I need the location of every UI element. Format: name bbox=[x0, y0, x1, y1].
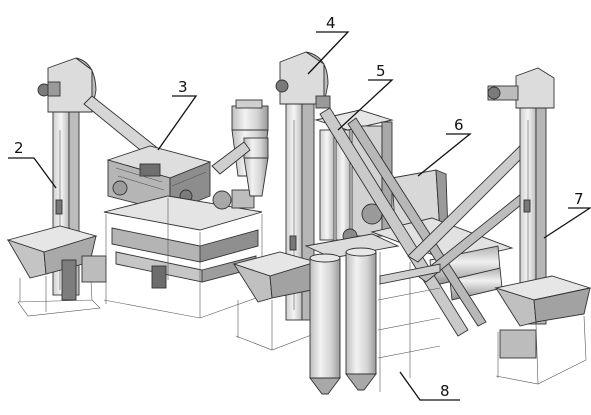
leader-4 bbox=[307, 31, 350, 75]
callout-label-8: 8 bbox=[440, 382, 450, 400]
callout-label-7: 7 bbox=[574, 190, 584, 208]
leader-5 bbox=[337, 79, 394, 131]
callout-label-4: 4 bbox=[326, 14, 336, 32]
right-hopper bbox=[494, 275, 591, 385]
callout-leaders bbox=[8, 31, 591, 401]
left-hopper bbox=[6, 225, 107, 317]
center-hopper bbox=[232, 251, 318, 351]
leader-6 bbox=[417, 133, 472, 177]
leader-3 bbox=[157, 95, 198, 151]
leader-8 bbox=[399, 371, 460, 401]
cyclones bbox=[211, 99, 269, 197]
callout-label-5: 5 bbox=[376, 62, 386, 80]
machine-frame bbox=[103, 189, 263, 319]
diagonal-conveyors bbox=[319, 107, 541, 337]
callout-label-6: 6 bbox=[454, 116, 464, 134]
callout-label-3: 3 bbox=[178, 78, 188, 96]
leader-2 bbox=[8, 157, 57, 189]
silo-tanks bbox=[304, 233, 441, 395]
leader-7 bbox=[543, 207, 591, 239]
callout-label-2: 2 bbox=[14, 139, 24, 157]
